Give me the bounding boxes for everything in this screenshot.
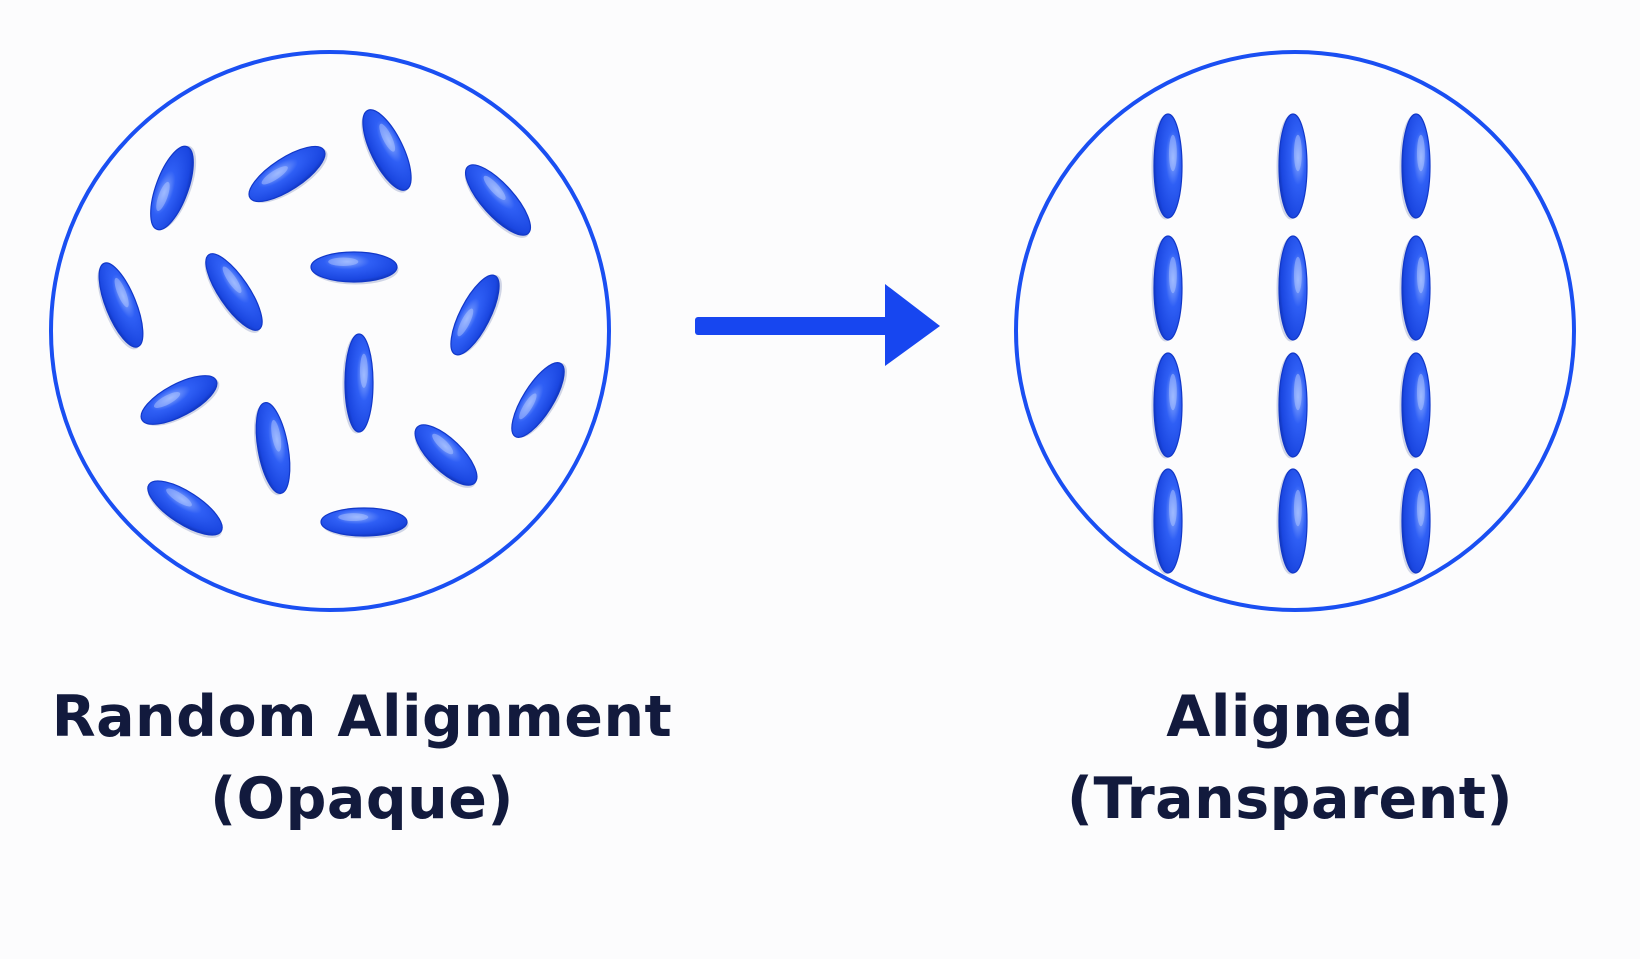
random-particle-1 <box>150 145 197 231</box>
random-particle-14 <box>147 480 223 538</box>
aligned-particle-1 <box>1151 113 1183 220</box>
aligned-particle-4 <box>1151 235 1183 342</box>
random-particle-2 <box>248 145 328 203</box>
random-particle-11 <box>254 402 291 496</box>
right-container-circle <box>1014 50 1576 612</box>
aligned-particle-6 <box>1399 235 1431 342</box>
random-particle-9 <box>342 333 374 434</box>
aligned-particle-5 <box>1276 235 1308 342</box>
opaque-subtitle: (Opaque) <box>210 766 514 832</box>
random-alignment-title: Random Alignment <box>51 684 673 750</box>
aligned-particle-9 <box>1399 352 1431 459</box>
random-particle-8 <box>450 274 502 356</box>
aligned-particle-12 <box>1399 468 1431 575</box>
random-particle-15 <box>320 507 409 539</box>
transparent-subtitle: (Transparent) <box>1066 766 1514 832</box>
random-alignment-panel <box>49 50 611 612</box>
random-particle-6 <box>204 253 263 333</box>
aligned-particle-11 <box>1276 468 1308 575</box>
random-particle-5 <box>97 262 144 350</box>
random-particle-10 <box>140 375 220 426</box>
aligned-label: Aligned (Transparent) <box>940 676 1640 840</box>
random-particle-13 <box>511 362 568 438</box>
aligned-particle-10 <box>1151 468 1183 575</box>
aligned-particle-8 <box>1276 352 1308 459</box>
random-particle-7 <box>310 251 399 285</box>
aligned-particle-2 <box>1276 113 1308 220</box>
random-particle-12 <box>414 424 478 488</box>
right-arrow-icon <box>695 284 940 366</box>
aligned-panel <box>1014 50 1576 612</box>
random-particle-3 <box>361 109 412 193</box>
random-alignment-label: Random Alignment (Opaque) <box>12 676 712 840</box>
aligned-title: Aligned <box>1166 684 1414 750</box>
aligned-particle-3 <box>1399 113 1431 220</box>
left-container-circle <box>49 50 611 612</box>
aligned-particle-7 <box>1151 352 1183 459</box>
random-particle-4 <box>464 164 531 238</box>
